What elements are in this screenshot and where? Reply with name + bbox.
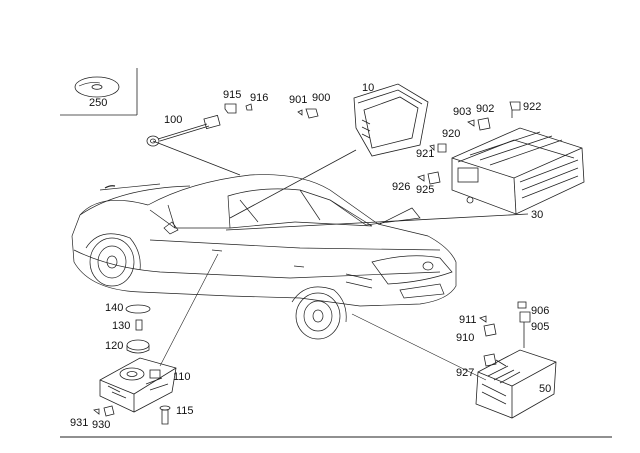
- car-drawing: [71, 174, 457, 340]
- part-label-922: 922: [523, 101, 542, 113]
- part-label-110: 110: [173, 371, 191, 383]
- part-label-901: 901: [289, 94, 308, 106]
- part-label-930: 930: [92, 419, 111, 431]
- part-label-100: 100: [164, 114, 183, 126]
- cd-drive-drawing: [93, 304, 177, 425]
- part-label-915: 915: [223, 89, 242, 101]
- part-label-903: 903: [453, 106, 472, 118]
- part-label-921: 921: [416, 148, 435, 160]
- part-label-906: 906: [531, 305, 550, 317]
- part-label-902: 902: [476, 103, 495, 115]
- part-label-931: 931: [70, 417, 89, 429]
- part-label-250: 250: [89, 97, 108, 109]
- part-label-927: 927: [456, 367, 475, 379]
- part-label-50: 50: [539, 383, 552, 395]
- cd-disc-drawing: [60, 68, 138, 116]
- part-label-130: 130: [112, 320, 131, 332]
- part-label-925: 925: [416, 184, 435, 196]
- part-label-900: 900: [312, 92, 331, 104]
- part-label-910: 910: [456, 332, 475, 344]
- module-drawing: [475, 301, 557, 419]
- part-label-926: 926: [392, 181, 411, 193]
- part-label-140: 140: [105, 302, 124, 314]
- part-label-10: 10: [362, 82, 375, 94]
- antenna-cable-drawing: [146, 103, 253, 176]
- display-unit-drawing: [229, 83, 429, 219]
- leader-lines: [159, 253, 487, 381]
- part-label-905: 905: [531, 321, 550, 333]
- part-label-916: 916: [250, 92, 269, 104]
- head-unit-drawing: [225, 101, 585, 231]
- part-label-30: 30: [531, 209, 544, 221]
- part-label-120: 120: [105, 340, 124, 352]
- part-label-920: 920: [442, 128, 461, 140]
- part-label-115: 115: [176, 405, 194, 417]
- part-label-911: 911: [459, 314, 477, 326]
